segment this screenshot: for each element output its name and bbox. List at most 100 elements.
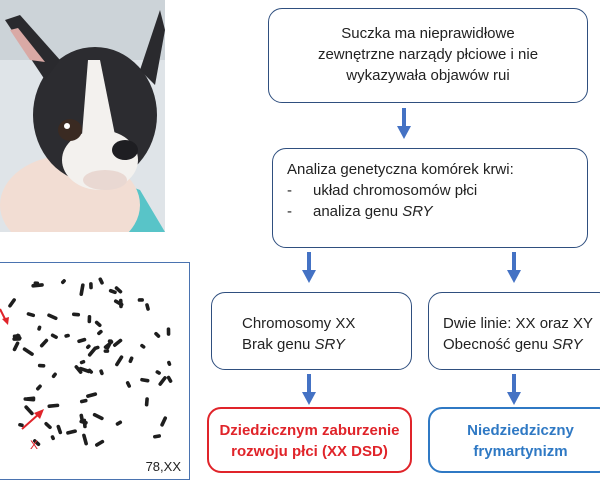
chromosome <box>145 303 150 311</box>
chromosome <box>18 422 24 428</box>
result-xy-line-2: Obecność genu SRY <box>443 336 583 353</box>
observation-line-2: zewnętrzne narządy płciowe i nie <box>317 46 539 63</box>
chromosome <box>50 435 55 441</box>
chromosome-spread: X <box>0 277 173 452</box>
diagnosis-xx-dsd-box: Dziedzicznym zaburzenie rozwoju płci (XX… <box>207 407 412 473</box>
diagnosis-dsd-line-2: rozwoju płci (XX DSD) <box>231 443 388 460</box>
analysis-item: -analiza genu SRY <box>287 203 433 220</box>
chromosome <box>112 338 123 347</box>
chromosome <box>66 429 77 435</box>
chromosome <box>79 283 85 296</box>
chromosome <box>8 298 16 308</box>
chromosome <box>95 439 105 447</box>
chromosome <box>61 279 66 285</box>
observation-box: Suczka ma nieprawidłowe zewnętrzne narzą… <box>268 8 588 103</box>
chromosome <box>86 392 98 398</box>
chromosome <box>56 424 63 435</box>
result-box-xx-xy: Dwie linie: XX oraz XY Obecność genu SRY <box>428 292 600 370</box>
chromosome <box>12 341 20 352</box>
result-xy-line-1: Dwie linie: XX oraz XY <box>443 315 594 332</box>
chromosome <box>47 313 58 321</box>
chromosome <box>140 377 150 383</box>
arrow-down-icon <box>302 252 316 283</box>
chromosome <box>89 282 93 290</box>
chromosome <box>158 376 167 386</box>
chromosome <box>166 327 171 336</box>
chromosome <box>103 343 111 349</box>
chromosome <box>23 397 36 402</box>
x-chromosome-marker: X <box>30 438 38 452</box>
chromosome <box>78 366 91 374</box>
arrow-down-icon <box>507 252 521 283</box>
x-marker-arrow-head <box>34 409 44 419</box>
chromosome <box>77 337 87 344</box>
chromosome <box>153 434 162 439</box>
chromosome <box>140 343 146 349</box>
arrow-down-icon <box>397 108 411 139</box>
chromosome <box>82 433 88 446</box>
chromosome <box>93 345 100 350</box>
chromosome <box>79 413 85 423</box>
chromosome <box>79 398 88 404</box>
chromosome <box>51 372 57 379</box>
arrow-down-icon <box>302 374 316 405</box>
analysis-title: Analiza genetyczna komórek krwi: <box>287 161 514 178</box>
chromosome <box>144 397 149 407</box>
x-marker-arrow-head-2 <box>2 317 9 325</box>
diagnosis-dsd-line-1: Dziedzicznym zaburzenie <box>219 422 400 439</box>
chromosome <box>155 370 161 375</box>
chromosome <box>108 288 117 295</box>
diagnosis-freemartin-line-1: Niedziedziczny <box>467 422 574 439</box>
chromosome <box>167 360 172 366</box>
chromosome <box>115 355 124 367</box>
chromosome <box>64 333 70 338</box>
chromosome <box>166 375 173 383</box>
chromosome <box>160 416 168 427</box>
chromosome <box>137 298 144 302</box>
chromosome <box>26 312 36 318</box>
chromosome <box>87 315 92 324</box>
genetic-analysis-box: Analiza genetyczna komórek krwi: -układ … <box>272 148 588 248</box>
chromosome <box>154 331 161 338</box>
diagnosis-freemartinism-box: Niedziedziczny frymartynizm <box>428 407 600 473</box>
chromosome <box>87 368 94 374</box>
chromosome <box>125 381 131 388</box>
puppy-photo <box>0 0 165 232</box>
chromosome <box>44 421 52 430</box>
puppy-illustration <box>0 0 165 232</box>
chromosome <box>115 420 123 426</box>
observation-line-1: Suczka ma nieprawidłowe <box>341 25 515 42</box>
chromosome <box>31 283 44 288</box>
chromosome <box>16 333 22 340</box>
diagnosis-freemartin-line-2: frymartynizm <box>473 443 568 460</box>
chromosome <box>32 439 41 447</box>
arrow-down-icon <box>507 374 521 405</box>
chromosome <box>85 344 91 350</box>
chromosome <box>94 320 102 328</box>
chromosome <box>99 369 104 376</box>
chromosome <box>39 338 49 348</box>
chromosome <box>79 359 86 365</box>
chromosome <box>97 329 103 336</box>
observation-line-3: wykazywała objawów rui <box>346 67 510 84</box>
chromosome <box>128 356 134 364</box>
result-xx-line-1: Chromosomy XX <box>242 315 356 332</box>
chromosome <box>92 412 104 421</box>
chromosome <box>71 312 81 317</box>
chromosome <box>24 405 34 416</box>
chromosome <box>114 286 123 294</box>
chromosome <box>98 277 104 285</box>
chromosome <box>103 349 110 353</box>
chromosome <box>50 333 58 339</box>
karyotype-label: 78,XX <box>145 459 181 474</box>
chromosome <box>22 347 34 356</box>
chromosome <box>36 384 42 391</box>
analysis-item: -układ chromosomów płci <box>287 182 478 199</box>
result-box-xx: Chromosomy XX Brak genu SRY <box>211 292 412 370</box>
chromosome <box>47 403 60 409</box>
chromosome <box>74 365 83 374</box>
chromosome <box>37 325 42 331</box>
result-xx-line-2: Brak genu SRY <box>242 336 345 353</box>
karyotype-image: X 78,XX <box>0 262 190 480</box>
chromosome <box>37 363 46 368</box>
